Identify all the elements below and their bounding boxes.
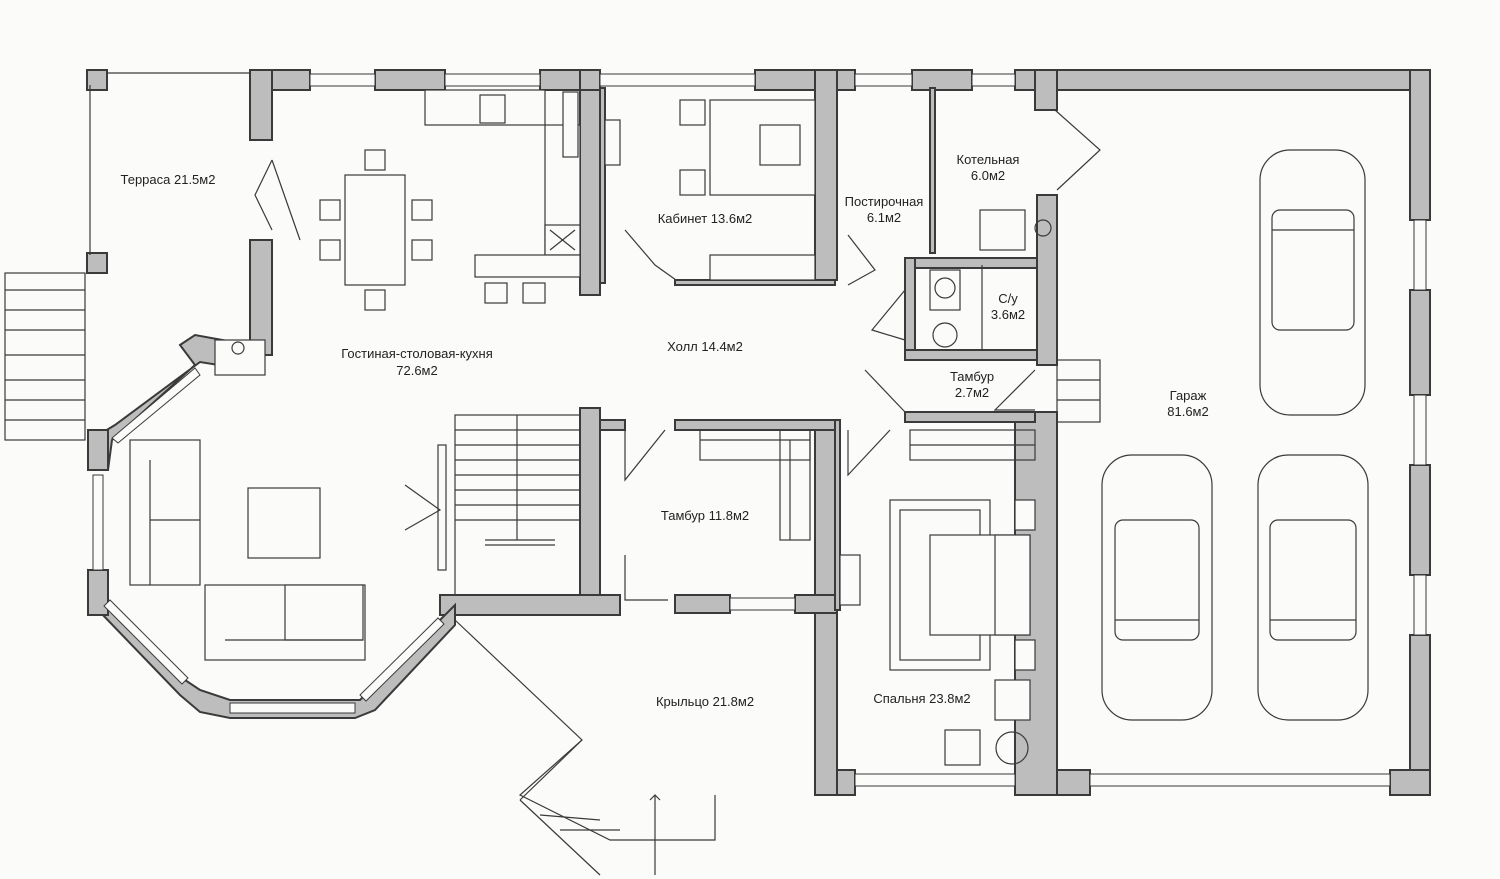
car-icon: [1101, 454, 1213, 721]
room-area-laundry: 6.1м2: [867, 210, 901, 225]
kitchen: [424, 89, 581, 304]
room-area-living: 72.6м2: [396, 363, 437, 378]
room-label-terrace: Терраса 21.5м2: [121, 172, 216, 187]
room-area-boiler: 6.0м2: [971, 168, 1005, 183]
room-labels: Терраса 21.5м2 Гостиная-столовая-кухня 7…: [121, 152, 1209, 709]
room-label-garage: Гараж: [1170, 388, 1207, 403]
main-stairs: [404, 414, 581, 596]
room-area-vestibule-small: 2.7м2: [955, 385, 989, 400]
car-icon: [1259, 149, 1366, 416]
room-label-porch: Крыльцо 21.8м2: [656, 694, 754, 709]
bathroom-fixtures: [870, 265, 983, 350]
room-label-living: Гостиная-столовая-кухня: [341, 346, 493, 361]
bay-windows: [92, 367, 445, 714]
car-icon: [1257, 454, 1369, 721]
terrace-stairs: [4, 72, 250, 441]
room-label-vestibule: Тамбур 11.8м2: [661, 508, 749, 523]
room-area-wc: 3.6м2: [991, 307, 1025, 322]
room-label-bedroom: Спальня 23.8м2: [873, 691, 970, 706]
porch-stairs: [454, 619, 716, 876]
room-area-garage: 81.6м2: [1167, 404, 1208, 419]
room-label-wc: С/у: [998, 291, 1018, 306]
boiler-equipment: [847, 109, 1101, 286]
small-vestibule-doors: [864, 359, 1101, 423]
room-label-boiler: Котельная: [957, 152, 1020, 167]
bedroom-furniture: [839, 429, 1036, 766]
dining-table: [319, 149, 433, 311]
vestibule-furniture: [624, 429, 891, 601]
fireplace: [214, 339, 266, 376]
terrace-door: [254, 159, 301, 241]
living-furniture: [129, 439, 366, 661]
room-label-study: Кабинет 13.6м2: [658, 211, 753, 226]
room-label-hall: Холл 14.4м2: [667, 339, 743, 354]
interior-walls: [579, 87, 1058, 611]
windows: [309, 73, 1427, 787]
study-furniture: [604, 99, 816, 281]
room-label-vestibule-small: Тамбур: [950, 369, 994, 384]
room-label-laundry: Постирочная: [845, 194, 924, 209]
